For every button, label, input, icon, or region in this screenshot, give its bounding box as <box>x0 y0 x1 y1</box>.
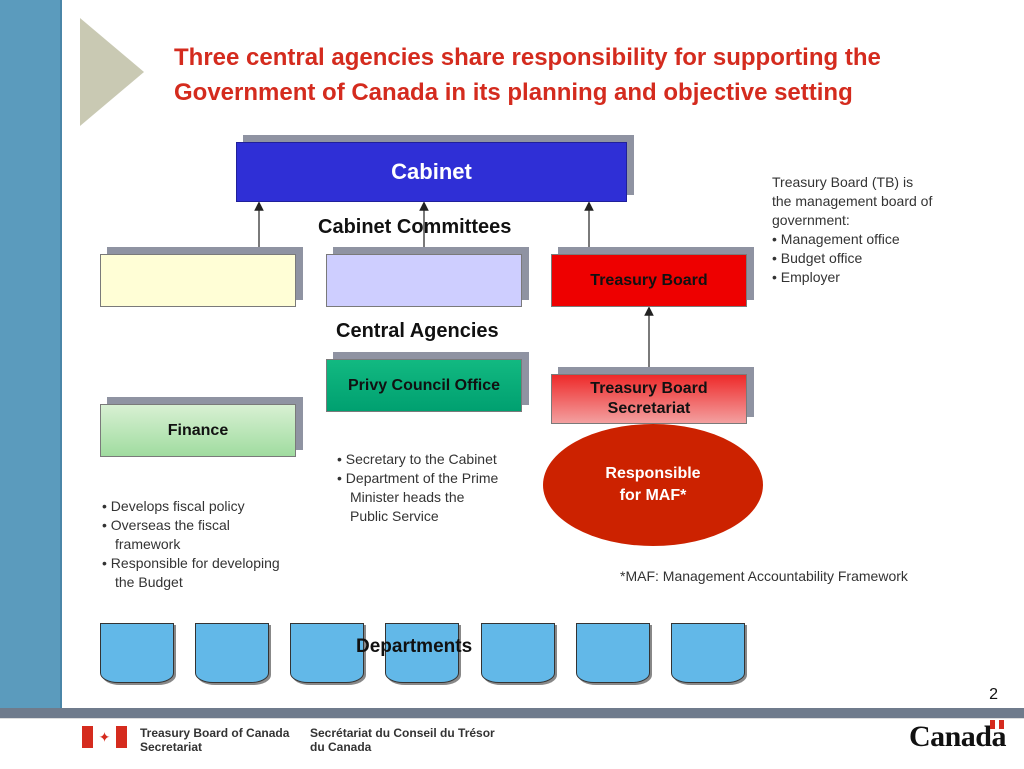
tb-note-bullet: • Management office <box>772 231 900 247</box>
wordmark-flag-icon <box>990 720 1005 729</box>
footer <box>0 718 1024 769</box>
treasury-board-box: Treasury Board <box>551 254 747 307</box>
treasury-board-secretariat-box: Treasury Board Secretariat <box>551 374 747 424</box>
treasury-board-note: Treasury Board (TB) is the management bo… <box>772 173 932 287</box>
pco-note-bullet: • Department of the Prime <box>337 470 499 486</box>
tb-note-bullet: • Budget office <box>772 250 863 266</box>
department-box <box>671 623 745 683</box>
footer-fr-line: du Canada <box>310 740 372 754</box>
departments-label: Departments <box>356 636 473 657</box>
footer-fr-line: Secrétariat du Conseil du Trésor <box>310 726 495 740</box>
pco-note-continuation: Public Service <box>350 508 439 524</box>
footer-en-line: Secretariat <box>140 740 203 754</box>
department-box <box>195 623 269 683</box>
slide-title: Three central agencies share responsibil… <box>174 44 881 106</box>
finance-box: Finance <box>100 404 296 457</box>
pco-note: • Secretary to the Cabinet • Department … <box>337 450 498 526</box>
department-box <box>290 623 364 683</box>
finance-note-bullet: • Overseas the fiscal <box>102 517 230 533</box>
finance-note: • Develops fiscal policy • Overseas the … <box>102 497 280 592</box>
canada-flag-icon: ✦ <box>82 726 127 748</box>
cabinet-box: Cabinet <box>236 142 627 202</box>
tb-note-bullet: • Employer <box>772 269 840 285</box>
department-box <box>576 623 650 683</box>
finance-note-bullet: • Responsible for developing <box>102 555 280 571</box>
tb-note-line: the management board of <box>772 193 933 209</box>
footer-english-name: Treasury Board of Canada Secretariat <box>140 726 289 754</box>
left-sidebar-band <box>0 0 62 708</box>
footer-french-name: Secrétariat du Conseil du Trésor du Cana… <box>310 726 495 754</box>
maf-oval-line-1: Responsible <box>605 465 701 482</box>
central-agencies-heading: Central Agencies <box>336 320 499 342</box>
tb-note-line: Treasury Board (TB) is <box>772 174 914 190</box>
finance-note-continuation: the Budget <box>115 574 183 590</box>
maf-footnote: *MAF: Management Accountability Framewor… <box>620 568 908 584</box>
responsible-for-maf-oval: Responsible for MAF* <box>543 424 763 546</box>
pco-note-continuation: Minister heads the <box>350 489 465 505</box>
finance-note-continuation: framework <box>115 536 181 552</box>
page-number: 2 <box>989 686 998 703</box>
committee-box-lavender <box>326 254 522 307</box>
footer-divider-bar <box>0 708 1024 718</box>
finance-note-bullet: • Develops fiscal policy <box>102 498 245 514</box>
committee-box-yellow <box>100 254 296 307</box>
maf-oval-line-2: for MAF* <box>619 487 687 504</box>
pco-note-bullet: • Secretary to the Cabinet <box>337 451 497 467</box>
cabinet-committees-heading: Cabinet Committees <box>318 216 512 238</box>
department-box <box>481 623 555 683</box>
tb-note-line: government: <box>772 212 850 228</box>
footer-en-line: Treasury Board of Canada <box>140 726 290 740</box>
department-box <box>100 623 174 683</box>
privy-council-office-box: Privy Council Office <box>326 359 522 412</box>
play-arrow-decoration <box>80 18 144 126</box>
department-box <box>385 623 459 683</box>
